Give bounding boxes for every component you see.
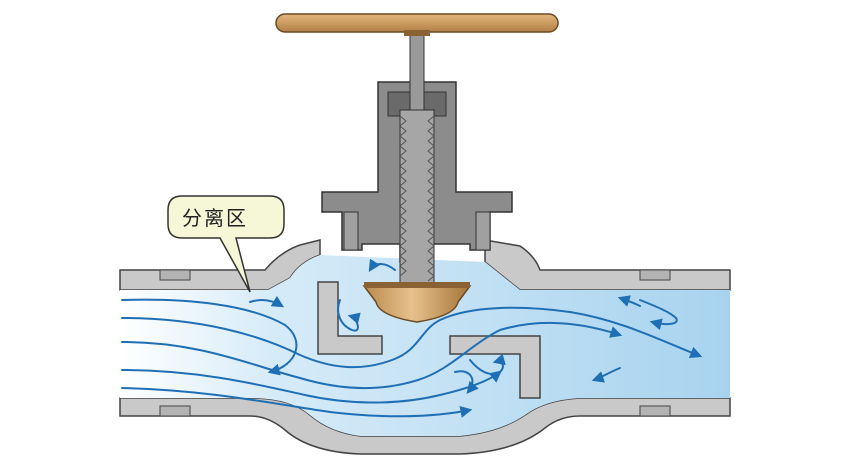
callout-label: 分离区: [182, 206, 248, 230]
valve-body: [119, 239, 731, 455]
valve-stem: [399, 29, 435, 291]
flow-arrow-icon: [121, 258, 703, 418]
callout-separation-zone: 分离区: [167, 195, 285, 293]
valve-plug-icon: [362, 282, 472, 323]
seat-partition: [317, 281, 541, 399]
handwheel-icon: [275, 13, 559, 36]
